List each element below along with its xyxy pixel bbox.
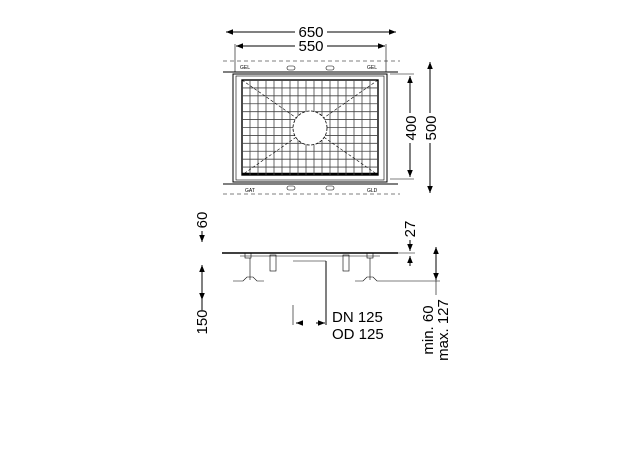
svg-text:GEL: GEL [240,65,250,71]
adjust-min-label: min. 60 [420,305,437,354]
top-view: 650 550 GEL GEL GAT GLD 400 50 [223,24,440,195]
dimension-400-label: 400 [403,115,420,140]
svg-text:GLD: GLD [367,188,378,194]
dimension-27-label: 27 [402,221,419,238]
adjust-max-label: max. 127 [435,299,452,361]
svg-text:GAT: GAT [245,188,255,194]
drain-frame [232,73,388,183]
outlet-od-label: OD 125 [332,326,384,343]
dimension-650-label: 650 [298,24,323,41]
side-view: DN 125 OD 125 60 150 27 min. 60 max. 127 [194,212,452,361]
dimension-150-label: 150 [194,309,211,334]
dimension-500-label: 500 [423,115,440,140]
dimension-550-label: 550 [298,38,323,55]
dimension-60-label: 60 [194,212,211,229]
outlet-dn-label: DN 125 [332,309,383,326]
svg-text:GEL: GEL [367,65,377,71]
outlet-circle [292,110,328,146]
